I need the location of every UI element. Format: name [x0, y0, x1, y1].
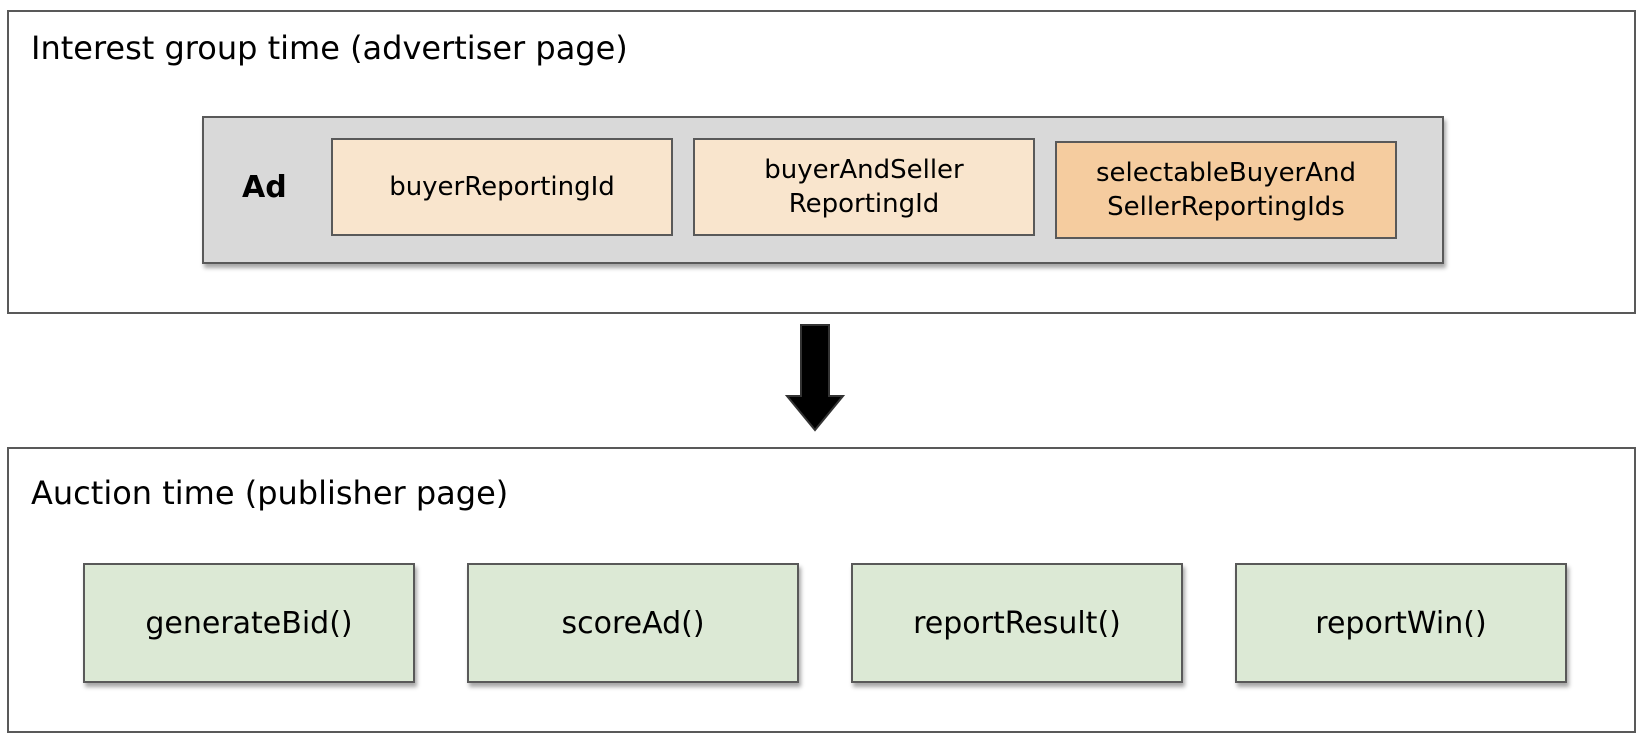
generate-bid-box: generateBid() [83, 563, 415, 683]
auction-title: Auction time (publisher page) [31, 474, 509, 512]
buyer-reporting-id-box: buyerReportingId [331, 138, 673, 236]
down-arrow-icon [784, 324, 846, 432]
ad-label: Ad [242, 170, 287, 205]
report-win-box: reportWin() [1235, 563, 1567, 683]
interest-group-title: Interest group time (advertiser page) [31, 29, 628, 67]
report-result-box: reportResult() [851, 563, 1183, 683]
auction-panel: Auction time (publisher page) generateBi… [7, 447, 1636, 733]
ad-container: Ad buyerReportingId buyerAndSeller Repor… [202, 116, 1444, 264]
interest-group-panel: Interest group time (advertiser page) Ad… [7, 10, 1636, 314]
selectable-buyer-and-seller-reporting-ids-box: selectableBuyerAnd SellerReportingIds [1055, 141, 1397, 239]
score-ad-box: scoreAd() [467, 563, 799, 683]
buyer-and-seller-reporting-id-box: buyerAndSeller ReportingId [693, 138, 1035, 236]
